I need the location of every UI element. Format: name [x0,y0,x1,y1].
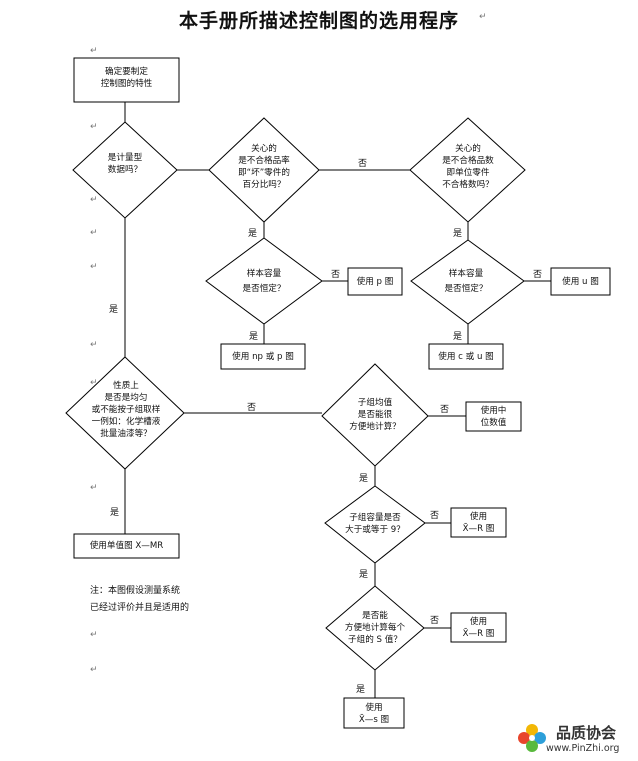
logo-name: 品质协会 [556,724,617,742]
c-chart-text: 使用 c 或 u 图 [438,352,494,362]
xbar-r-text-1: 使用 X̄—R 图 [462,512,495,534]
page-title: 本手册所描述控制图的选用程序 [178,10,459,32]
paragraph-mark: ↵ [90,46,98,56]
xbar-s-text: 使用 X̄—s 图 [358,703,390,725]
note-line-2: 已经过评价并且是适用的 [90,603,190,613]
calc-s-diamond [325,585,425,671]
no-label: 否 [358,159,368,169]
paragraph-mark: ↵ [90,195,98,205]
defect-ratio-diamond-text: 关心的 是不合格品率 即“坏”零件的 百分比吗？ [238,144,290,190]
yes-label: 是 [248,229,258,239]
homogeneous-diamond [65,356,185,470]
u-chart-text: 使用 u 图 [562,277,599,287]
yes-label: 是 [356,685,366,695]
paragraph-mark: ↵ [90,665,98,675]
yes-label: 是 [359,474,369,484]
sample-size-diamond-c [410,239,525,325]
yes-label: 是 [453,229,463,239]
np-chart-text: 使用 np 或 p 图 [232,352,294,362]
yes-label: 是 [110,508,120,518]
no-label: 否 [247,403,257,413]
no-label: 否 [430,511,440,521]
defect-count-diamond [409,117,526,223]
note-line-1: 注：本图假设测量系统 [90,586,181,596]
note: 注：本图假设测量系统 已经过评价并且是适用的 [90,583,189,617]
c-chart-box [428,343,504,370]
no-label: 否 [331,270,341,280]
paragraph-mark: ↵ [90,483,98,493]
paragraph-mark: ↵ [90,228,98,238]
sample-size-diamond-p [205,237,323,325]
subgroup-mean-diamond [321,363,429,467]
start-box-text: 确定要制定 控制图的特性 [100,67,153,89]
subgroup-size-diamond [324,485,426,564]
logo-url: www.PinZhi.org [546,743,620,754]
no-label: 否 [430,616,440,626]
paragraph-mark: ↵ [90,122,98,132]
subgroup-size-diamond-text: 子组容量是否 大于或等于 9？ [345,513,405,535]
subgroup-mean-diamond-text: 子组均值 是否能很 方便地计算？ [349,398,401,432]
p-chart-box [347,267,403,296]
xbar-s-box [343,697,405,729]
homogeneous-diamond-text: 性质上 是否是均匀 或不能按子组取样 一例如：化学槽液 批量油漆等？ [91,381,161,439]
pinzhi-logo-icon [518,724,546,752]
individual-chart-box [73,533,180,559]
p-chart-text: 使用 p 图 [356,277,394,287]
yes-label: 是 [109,305,119,315]
xbar-r-text-2: 使用 X̄—R 图 [462,617,495,639]
paragraph-mark: ↵ [90,378,98,388]
median-chart-box [465,401,522,432]
yes-label: 是 [453,332,463,342]
sample-size-diamond-c-text: 样本容量 是否恒定？ [444,269,488,294]
paragraph-mark: ↵ [90,630,98,640]
xbar-r-box-1 [450,507,507,538]
no-label: 否 [440,405,450,415]
yes-label: 是 [249,332,259,342]
defect-count-diamond-text: 关心的 是不合格品数 即单位零件 不合格数吗？ [442,144,494,190]
median-chart-text: 使用中 位数值 [480,406,507,428]
no-label: 否 [533,270,543,280]
measurement-diamond [72,121,178,219]
u-chart-box [550,267,611,296]
yes-label: 是 [359,570,369,580]
paragraph-mark: ↵ [90,340,98,350]
individual-chart-text: 使用单值图 X—MR [89,541,164,551]
paragraph-mark: ↵ [479,12,487,22]
measurement-diamond-text: 是计量型 数据吗？ [107,153,143,175]
xbar-r-box-2 [450,612,507,643]
start-box [73,57,180,103]
defect-ratio-diamond [208,117,320,223]
sample-size-diamond-p-text: 样本容量 是否恒定？ [242,269,286,294]
np-chart-box [220,343,306,370]
paragraph-mark: ↵ [90,262,98,272]
calc-s-diamond-text: 是否能 方便地计算每个 子组的 S 值？ [344,611,406,645]
